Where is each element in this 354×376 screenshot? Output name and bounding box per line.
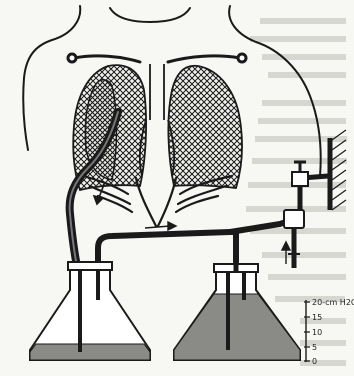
scale-label-10: 10 xyxy=(312,328,322,337)
connecting-tube xyxy=(98,218,296,272)
right-lung xyxy=(168,66,242,188)
suction-regulator xyxy=(284,210,304,268)
scale-label-5: 5 xyxy=(312,343,317,352)
water-level-scale: 20-cm H2O 15 10 5 0 xyxy=(304,298,354,366)
collection-flask xyxy=(30,262,150,360)
clavicles xyxy=(68,54,246,62)
scale-label-top: 20-cm H2O xyxy=(312,298,354,307)
scale-label-0: 0 xyxy=(312,357,317,366)
scale-label-15: 15 xyxy=(312,313,322,322)
